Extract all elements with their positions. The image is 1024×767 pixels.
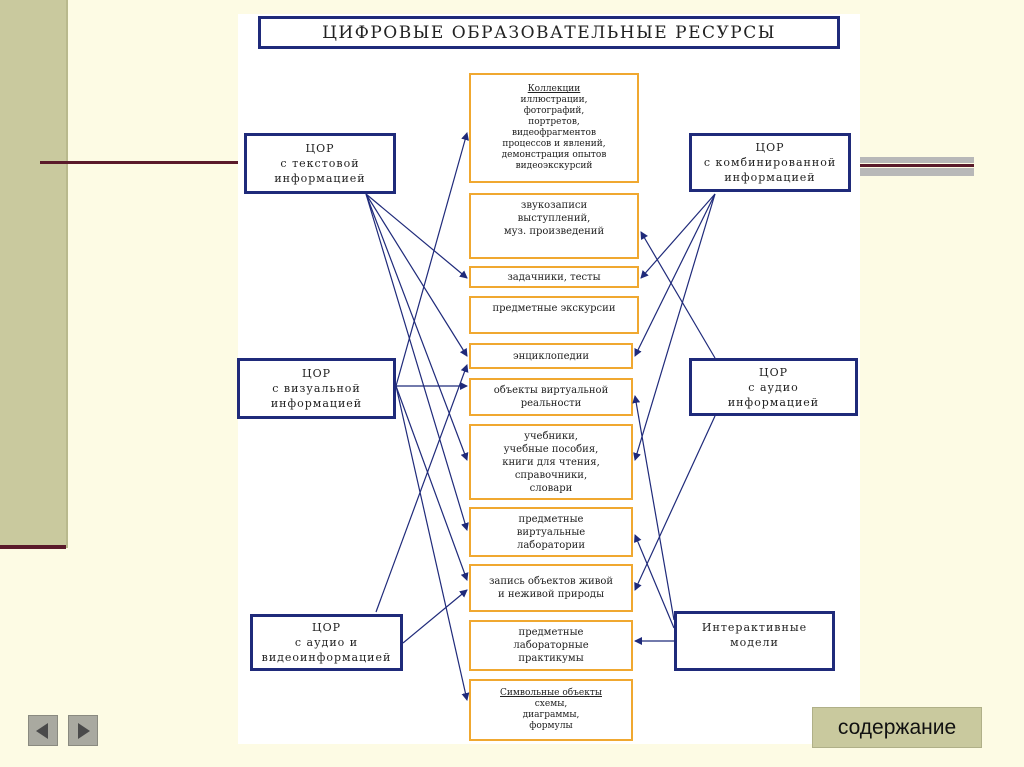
next-slide-button[interactable] <box>68 715 98 746</box>
resource-encyclopedias: энциклопедии <box>469 343 633 369</box>
resource-symbolic-title: Символьные объекты <box>500 688 602 698</box>
source-text-info: ЦОР с текстовой информацией <box>244 133 396 194</box>
prev-slide-button[interactable] <box>28 715 58 746</box>
resource-virtual-labs: предметные виртуальные лаборатории <box>469 507 633 557</box>
diagram-title: ЦИФРОВЫЕ ОБРАЗОВАТЕЛЬНЫЕ РЕСУРСЫ <box>258 16 840 49</box>
left-decor-rule <box>0 545 66 549</box>
resource-symbolic-objects: Символьные объекты схемы, диаграммы, фор… <box>469 679 633 741</box>
header-rule-right-top <box>860 157 974 163</box>
triangle-right-icon <box>78 722 90 739</box>
header-rule-left <box>40 161 260 164</box>
source-combined-info: ЦОР с комбинированной информацией <box>689 133 851 192</box>
resource-nature-records: запись объектов живой и неживой природы <box>469 564 633 612</box>
resource-collections-title: Коллекции <box>527 84 581 94</box>
source-audio-info: ЦОР с аудио информацией <box>689 358 858 416</box>
left-decor-panel <box>0 0 68 548</box>
resource-subject-excursions: предметные экскурсии <box>469 296 639 334</box>
resource-collections: Коллекции иллюстрации, фотографий, портр… <box>469 73 639 183</box>
resource-virtual-reality: объекты виртуальной реальности <box>469 378 633 416</box>
source-visual-info: ЦОР с визуальной информацией <box>237 358 396 419</box>
resource-textbooks: учебники, учебные пособия, книги для чте… <box>469 424 633 500</box>
resource-lab-practicums: предметные лабораторные практикумы <box>469 620 633 671</box>
resource-tasks-tests: задачники, тесты <box>469 266 639 288</box>
header-rule-right-bottom <box>860 168 974 176</box>
resource-audio-records: звукозаписи выступлений, муз. произведен… <box>469 193 639 259</box>
header-rule-right-mid <box>860 164 974 167</box>
source-audio-video-info: ЦОР с аудио и видеоинформацией <box>250 614 403 671</box>
resource-collections-body: иллюстрации, фотографий, портретов, виде… <box>501 95 607 171</box>
resource-symbolic-body: схемы, диаграммы, формулы <box>522 699 580 731</box>
contents-button[interactable]: содержание <box>812 707 982 748</box>
source-interactive-models: Интерактивные модели <box>674 611 835 671</box>
triangle-left-icon <box>36 722 48 739</box>
